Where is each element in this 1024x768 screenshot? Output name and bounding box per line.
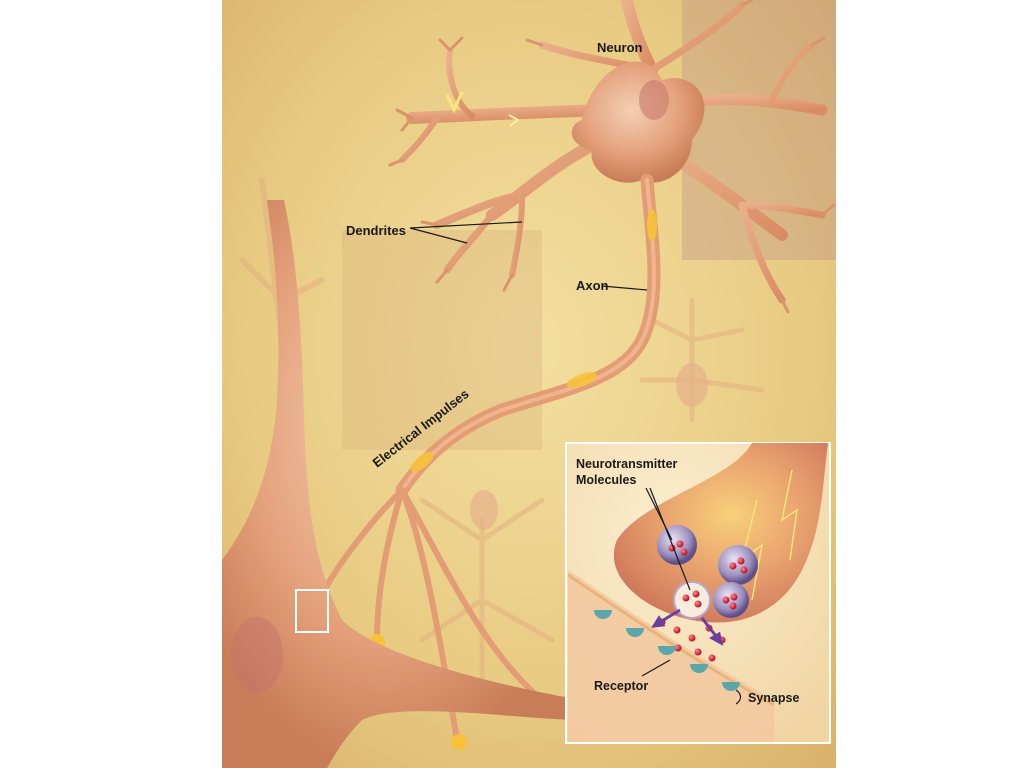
synapse-highlight-box [295,589,329,633]
receiving-neuron [222,200,582,768]
label-axon: Axon [576,278,609,293]
label-dendrites: Dendrites [346,223,406,238]
neuron-illustration: Neuron Dendrites Axon Electrical Impulse… [222,0,836,768]
neuron-diagram-canvas: Neuron Dendrites Axon Electrical Impulse… [222,0,836,768]
synapse-inset: Neurotransmitter Molecules Receptor Syna… [565,442,831,744]
label-neurotransmitter: Neurotransmitter [576,457,678,471]
label-molecules: Molecules [576,473,636,487]
nucleus [639,80,669,120]
label-synapse: Synapse [748,691,799,705]
electrical-impulses [410,91,657,473]
neuron-cell-body [571,61,705,183]
dendrite-branches [399,0,828,304]
label-receptor: Receptor [594,679,648,693]
label-neuron: Neuron [597,40,643,55]
receptors [594,610,740,691]
